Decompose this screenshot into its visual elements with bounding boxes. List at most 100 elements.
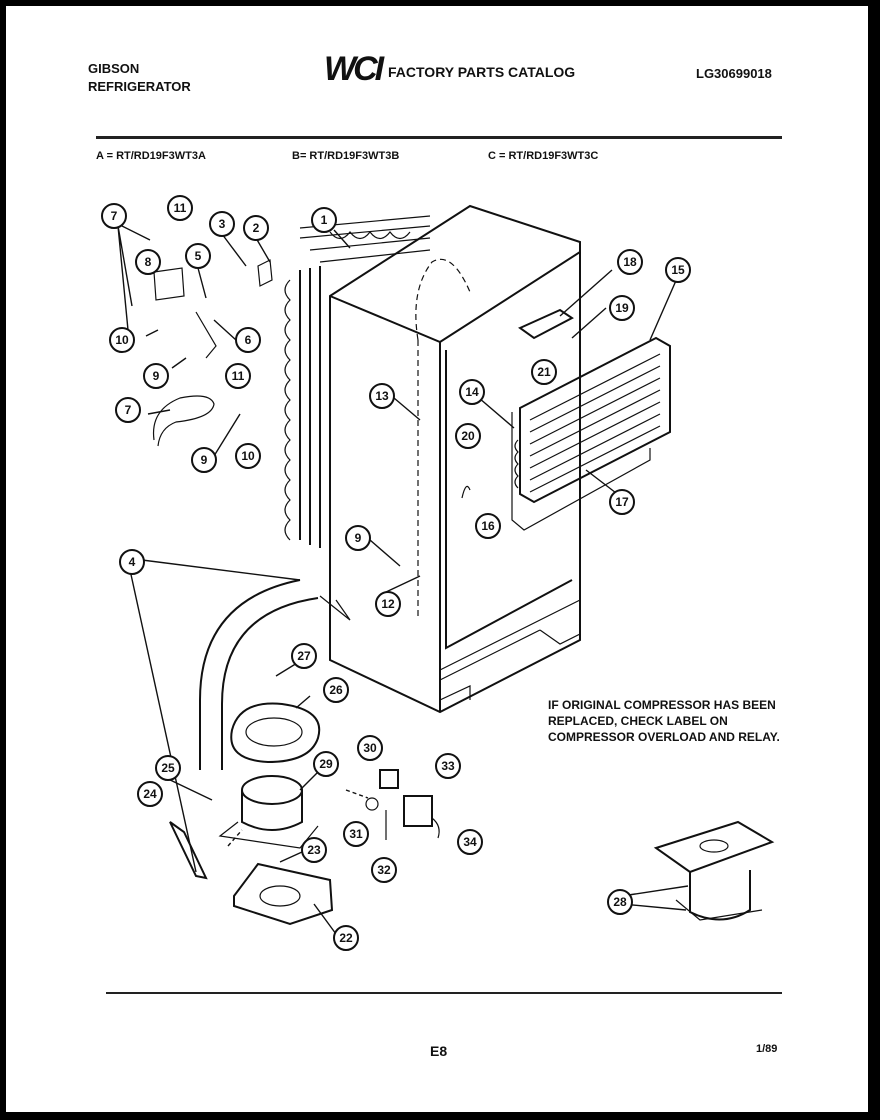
svg-text:10: 10 xyxy=(115,333,129,347)
brand-name: GIBSON xyxy=(88,61,140,76)
svg-text:11: 11 xyxy=(174,201,187,215)
callout-27: 27 xyxy=(291,643,317,669)
svg-text:34: 34 xyxy=(463,835,477,849)
svg-text:23: 23 xyxy=(307,843,321,857)
svg-text:31: 31 xyxy=(349,827,363,841)
callout-10-top: 10 xyxy=(109,327,135,353)
callout-11-mid: 11 xyxy=(225,363,251,389)
callout-8: 8 xyxy=(135,249,161,275)
callout-19: 19 xyxy=(609,295,635,321)
callout-13: 13 xyxy=(369,383,395,409)
svg-text:20: 20 xyxy=(461,429,475,443)
drain-pan xyxy=(518,308,574,340)
svg-text:12: 12 xyxy=(381,597,395,611)
condenser-coil xyxy=(284,215,431,548)
callout-7-cord: 7 xyxy=(115,397,141,423)
callout-2: 2 xyxy=(243,215,269,241)
svg-text:5: 5 xyxy=(195,249,202,263)
svg-text:14: 14 xyxy=(465,385,479,399)
callout-18: 18 xyxy=(617,249,643,275)
mounting-bracket xyxy=(169,821,208,880)
callout-9-cabinet: 9 xyxy=(345,525,371,551)
compressor xyxy=(218,775,319,849)
svg-text:3: 3 xyxy=(219,217,226,231)
callout-4: 4 xyxy=(119,549,145,575)
harness-bracket xyxy=(153,267,185,301)
relay-overload-assembly xyxy=(365,769,440,840)
compressor-note: IF ORIGINAL COMPRESSOR HAS BEEN REPLACED… xyxy=(548,698,780,744)
callout-17: 17 xyxy=(609,489,635,515)
callout-25: 25 xyxy=(155,755,181,781)
callout-26: 26 xyxy=(323,677,349,703)
brand-block: GIBSON REFRIGERATOR xyxy=(88,60,191,96)
callout-30: 30 xyxy=(357,735,383,761)
svg-text:9: 9 xyxy=(201,453,208,467)
callout-21: 21 xyxy=(531,359,557,385)
catalog-title: FACTORY PARTS CATALOG xyxy=(388,64,576,80)
header-rule xyxy=(96,136,782,139)
callout-16: 16 xyxy=(475,513,501,539)
svg-text:13: 13 xyxy=(375,389,389,403)
model-a: A = RT/RD19F3WT3A xyxy=(96,150,206,162)
callout-11-top: 11 xyxy=(167,195,193,221)
svg-text:24: 24 xyxy=(143,787,157,801)
svg-text:16: 16 xyxy=(481,519,495,533)
callout-22: 22 xyxy=(333,925,359,951)
svg-text:30: 30 xyxy=(363,741,377,755)
footer-rule xyxy=(106,992,782,994)
callout-23: 23 xyxy=(301,837,327,863)
callout-31: 31 xyxy=(343,821,369,847)
callout-7-top: 7 xyxy=(101,203,127,229)
compressor-base-frame xyxy=(233,862,334,926)
wci-logo: WCI xyxy=(324,50,384,88)
svg-text:15: 15 xyxy=(671,263,685,277)
svg-text:26: 26 xyxy=(329,683,343,697)
svg-text:8: 8 xyxy=(145,255,152,269)
callout-33: 33 xyxy=(435,753,461,779)
callout-15: 15 xyxy=(665,257,691,283)
svg-text:2: 2 xyxy=(253,221,260,235)
svg-text:21: 21 xyxy=(537,365,551,379)
callout-3: 3 xyxy=(209,211,235,237)
callout-9-lower: 9 xyxy=(191,447,217,473)
callout-34: 34 xyxy=(457,829,483,855)
page-date: 1/89 xyxy=(756,1043,778,1055)
discharge-hose xyxy=(199,579,319,770)
svg-text:6: 6 xyxy=(245,333,252,347)
svg-text:9: 9 xyxy=(153,369,160,383)
compressor-grommet-plate xyxy=(230,702,321,764)
svg-text:4: 4 xyxy=(129,555,136,569)
callout-14: 14 xyxy=(459,379,485,405)
callout-6: 6 xyxy=(235,327,261,353)
svg-text:33: 33 xyxy=(441,759,455,773)
callout-10-lower: 10 xyxy=(235,443,261,469)
svg-text:32: 32 xyxy=(377,863,391,877)
model-b: B= RT/RD19F3WT3B xyxy=(292,150,400,162)
callout-29: 29 xyxy=(313,751,339,777)
product-type: REFRIGERATOR xyxy=(88,79,191,94)
svg-text:29: 29 xyxy=(319,757,333,771)
svg-text:22: 22 xyxy=(339,931,353,945)
svg-text:28: 28 xyxy=(613,895,627,909)
catalog-sheet xyxy=(6,6,868,1112)
page-number: E8 xyxy=(430,1043,448,1059)
refrigerator-cabinet xyxy=(329,204,581,714)
model-c: C = RT/RD19F3WT3C xyxy=(488,150,599,162)
callout-12: 12 xyxy=(375,591,401,617)
evaporator-coil xyxy=(511,336,671,531)
power-cord xyxy=(152,395,215,447)
svg-text:27: 27 xyxy=(297,649,311,663)
svg-text:9: 9 xyxy=(355,531,362,545)
svg-text:19: 19 xyxy=(615,301,629,315)
callout-24: 24 xyxy=(137,781,163,807)
leader-lines xyxy=(117,225,689,935)
svg-text:7: 7 xyxy=(111,209,118,223)
callout-9-left: 9 xyxy=(143,363,169,389)
svg-text:18: 18 xyxy=(623,255,637,269)
callout-28: 28 xyxy=(607,889,633,915)
svg-text:1: 1 xyxy=(321,213,328,227)
svg-text:17: 17 xyxy=(615,495,629,509)
callout-1: 1 xyxy=(311,207,337,233)
